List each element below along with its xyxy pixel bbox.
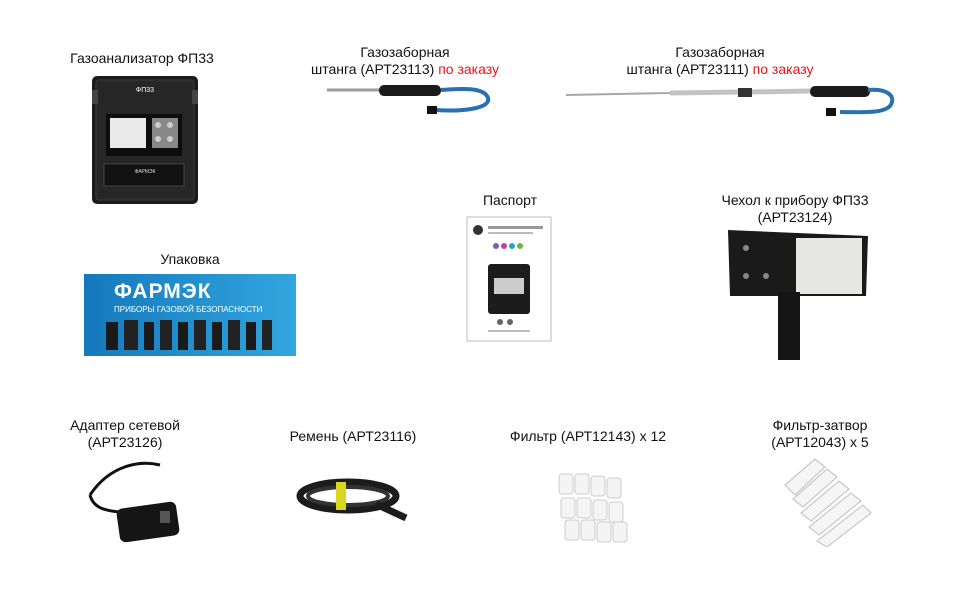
case-image xyxy=(726,226,871,361)
packaging-slogan: ПРИБОРЫ ГАЗОВОЙ БЕЗОПАСНОСТИ xyxy=(114,305,263,314)
filter-caption: Фильтр (АРТ12143) х 12 xyxy=(509,428,667,444)
analyzer-caption: Газоанализатор ФП33 xyxy=(70,50,214,66)
gas-analyzer-image xyxy=(90,72,200,207)
strap-caption: Ремень (АРТ23116) xyxy=(289,428,417,444)
case-caption: Чехол к прибору ФП33 (АРТ23124) xyxy=(721,192,869,225)
shutter-filter-caption: Фильтр-затвор (АРТ12043) х 5 xyxy=(771,417,869,450)
packaging-caption: Упаковка xyxy=(160,251,220,267)
strap-image xyxy=(296,474,411,529)
adapter-caption: Адаптер сетевой (АРТ23126) xyxy=(70,417,180,450)
packaging-image: ФАРМЭК ПРИБОРЫ ГАЗОВОЙ БЕЗОПАСНОСТИ xyxy=(84,274,296,356)
analyzer-brand: ФАРМЭК xyxy=(134,169,156,175)
packaging-brand: ФАРМЭК xyxy=(114,280,212,303)
probe-short-order-note: по заказу xyxy=(438,61,499,77)
passport-caption: Паспорт xyxy=(482,192,538,208)
probe-long-image xyxy=(560,78,900,123)
adapter-image xyxy=(80,455,190,545)
probe-long-caption: Газозаборная штанга (АРТ23111) по заказу xyxy=(626,44,814,77)
analyzer-screen-title: ФП33 xyxy=(135,87,155,94)
probe-short-caption: Газозаборная штанга (АРТ23113) по заказу xyxy=(311,44,499,77)
probe-short-image xyxy=(325,80,495,120)
probe-long-order-note: по заказу xyxy=(752,61,814,77)
passport-image xyxy=(466,216,552,342)
shutter-filter-image xyxy=(775,455,875,547)
filter-image xyxy=(553,466,633,544)
